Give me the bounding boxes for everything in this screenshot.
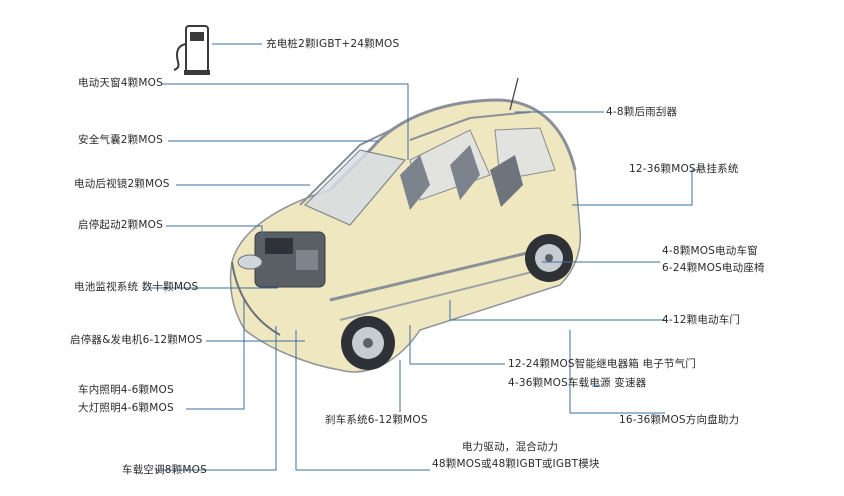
label-brake: 刹车系统6-12颗MOS xyxy=(325,414,428,426)
label-seat: 6-24颗MOS电动座椅 xyxy=(662,262,765,274)
label-sunroof: 电动天窗4颗MOS xyxy=(78,77,163,89)
label-drive-modules: 48颗MOS或48颗IGBT或IGBT模块 xyxy=(432,458,600,470)
label-starter: 启停起动2颗MOS xyxy=(78,219,163,231)
label-mirror: 电动后视镜2颗MOS xyxy=(74,178,170,190)
charging-pile-icon xyxy=(173,25,210,75)
label-steering: 16-36颗MOS方向盘助力 xyxy=(619,414,740,426)
label-doors: 4-12颗电动车门 xyxy=(662,314,741,326)
label-battery-mgmt: 电池监视系统 数十颗MOS xyxy=(74,281,199,293)
label-airbag: 安全气囊2颗MOS xyxy=(78,134,163,146)
leader-lines xyxy=(150,43,700,471)
label-interior-light: 车内照明4-6颗MOS xyxy=(78,384,174,396)
label-ac: 车载空调8颗MOS xyxy=(122,464,207,476)
car-illustration xyxy=(229,77,582,373)
label-wiper: 4-8颗后雨刮器 xyxy=(606,106,678,118)
label-suspension: 12-36颗MOS悬挂系统 xyxy=(629,163,739,175)
label-drive: 电力驱动，混合动力 xyxy=(462,441,559,453)
label-window: 4-8颗MOS电动车窗 xyxy=(662,245,758,257)
label-integrated-starter: 启停器&发电机6-12颗MOS xyxy=(70,334,203,346)
label-charging-pile: 充电桩2颗IGBT+24颗MOS xyxy=(266,38,400,50)
label-headlight: 大灯照明4-6颗MOS xyxy=(78,402,174,414)
label-relay-box: 12-24颗MOS智能继电器箱 电子节气门 xyxy=(508,358,697,370)
rear-wheel xyxy=(525,234,573,282)
front-wheel xyxy=(341,316,395,370)
label-power-supply: 4-36颗MOS车载电源 变速器 xyxy=(508,377,647,389)
